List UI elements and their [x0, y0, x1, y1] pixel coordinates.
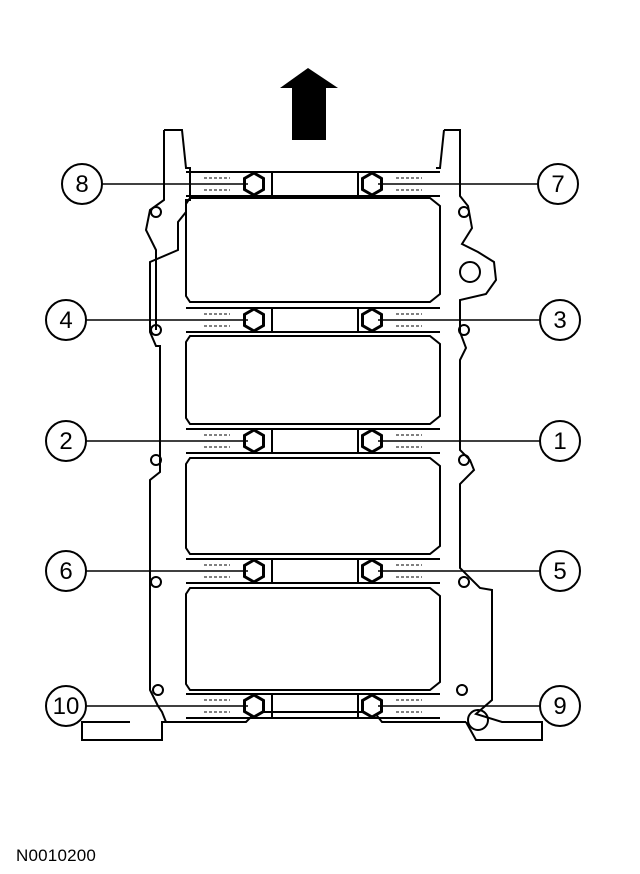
callout-number: 5 [553, 558, 566, 585]
callout-7: 7 [378, 163, 579, 205]
hex-bolt-icon [243, 428, 265, 454]
bearing-bay [185, 457, 441, 555]
front-arrow-icon [280, 68, 338, 140]
callout-number: 8 [75, 171, 88, 198]
callout-circle [45, 420, 87, 462]
callout-circle [61, 163, 103, 205]
callout-2: 2 [45, 420, 248, 462]
callout-number: 6 [59, 558, 72, 585]
hex-bolt-icon [361, 693, 383, 719]
hex-bolt-icon [243, 693, 265, 719]
callout-number: 7 [551, 171, 564, 198]
callout-5: 5 [378, 550, 581, 592]
hex-bolt-icon [361, 558, 383, 584]
callout-circle [539, 420, 581, 462]
block-outline [81, 129, 543, 741]
hex-bolt-icon [243, 558, 265, 584]
callout-number: 2 [59, 428, 72, 455]
dowel-holes [150, 206, 489, 731]
bolt-group [243, 171, 383, 719]
callout-3: 3 [378, 299, 581, 341]
bearing-bay [185, 587, 441, 691]
figure-id: N0010200 [16, 846, 97, 865]
bearing-bay [185, 197, 441, 303]
callout-number: 9 [553, 693, 566, 720]
callout-group: 8 7 4 3 2 1 6 5 10 9 [45, 163, 581, 727]
hex-bolt-icon [361, 307, 383, 333]
callout-9: 9 [378, 685, 581, 727]
callout-circle [45, 550, 87, 592]
callout-circle [45, 299, 87, 341]
callout-number: 1 [553, 428, 566, 455]
callout-4: 4 [45, 299, 248, 341]
callout-8: 8 [61, 163, 248, 205]
callout-circle [539, 685, 581, 727]
hex-bolt-icon [243, 171, 265, 197]
callout-circle [539, 299, 581, 341]
callout-10: 10 [45, 685, 248, 727]
bearing-bay [185, 335, 441, 425]
callout-1: 1 [378, 420, 581, 462]
callout-number: 10 [53, 693, 80, 720]
hex-bolt-icon [243, 307, 265, 333]
callout-circle [45, 685, 87, 727]
bearing-bays [185, 197, 441, 691]
callout-circle [539, 550, 581, 592]
callout-number: 4 [59, 307, 72, 334]
hex-bolt-icon [361, 171, 383, 197]
callout-circle [537, 163, 579, 205]
bearing-caps [186, 171, 440, 719]
callout-6: 6 [45, 550, 248, 592]
hex-bolt-icon [361, 428, 383, 454]
main-bearing-cap [186, 693, 440, 719]
callout-number: 3 [553, 307, 566, 334]
